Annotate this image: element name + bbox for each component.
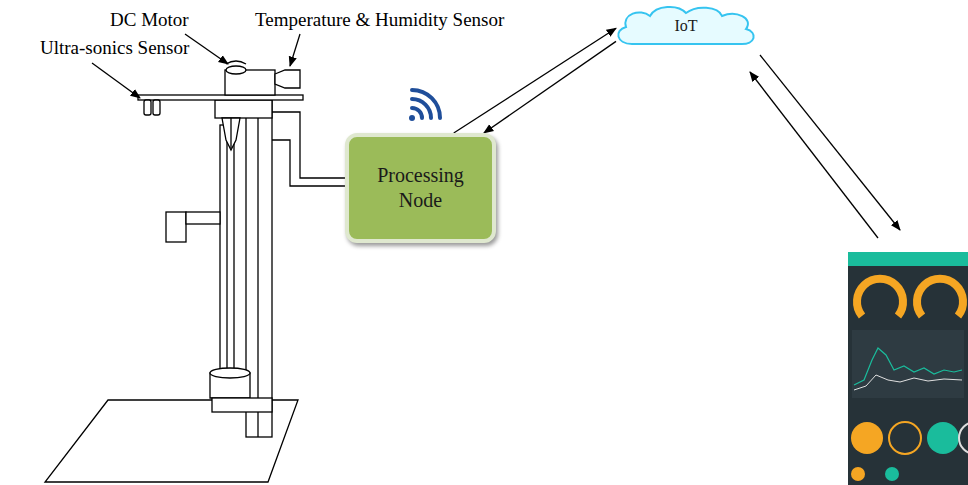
node-text: Processing Node bbox=[349, 157, 492, 219]
wifi-icon bbox=[409, 90, 440, 121]
data-arrow bbox=[484, 41, 616, 133]
stand-drawing bbox=[45, 61, 345, 482]
part-label: Temperature & Humidity Sensor bbox=[255, 10, 504, 31]
node-text: IoT bbox=[674, 17, 697, 35]
part-label: Ultra-sonics Sensor bbox=[40, 38, 189, 59]
processing-node: Processing Node bbox=[345, 133, 496, 243]
part-label: DC Motor bbox=[110, 10, 189, 31]
data-arrow bbox=[454, 28, 616, 133]
phone-screenshot bbox=[848, 252, 968, 485]
phone-link bbox=[750, 55, 900, 238]
iot-cloud: IoT bbox=[612, 4, 760, 48]
